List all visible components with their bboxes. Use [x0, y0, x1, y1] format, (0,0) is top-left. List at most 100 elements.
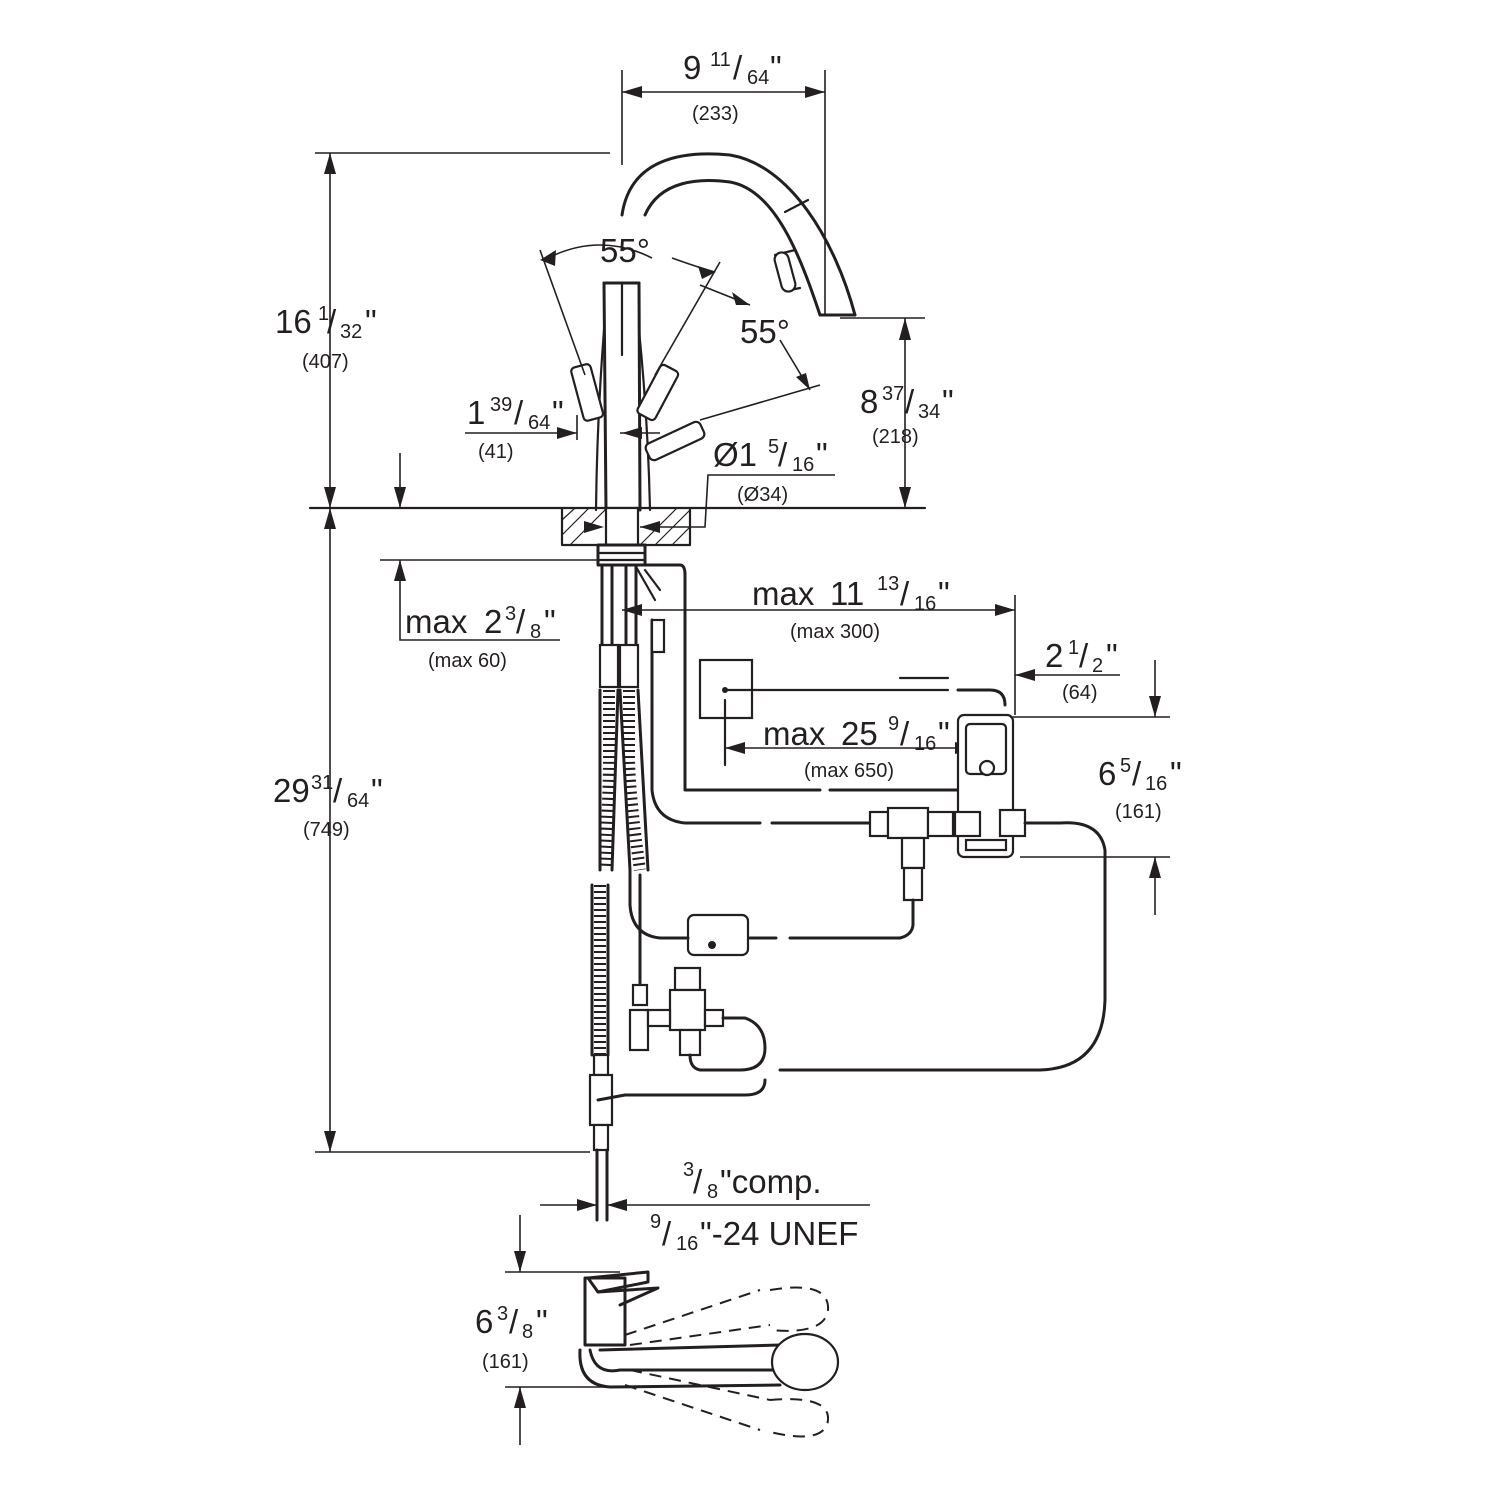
label-box-distance-den: 16	[914, 593, 936, 615]
label-counter-whole: 2	[484, 603, 502, 640]
label-angle-right: 55°	[740, 313, 790, 350]
label-offset-num: 39	[490, 394, 512, 416]
dim-box-height	[1010, 660, 1170, 915]
svg-text:/: /	[778, 436, 788, 473]
label-box-width-den: 2	[1092, 655, 1103, 677]
label-reach-metric: (233)	[692, 103, 739, 125]
mixing-valve	[623, 873, 767, 1097]
label-diameter-unit: "	[816, 436, 828, 473]
label-cable-metric: (max 650)	[804, 760, 894, 782]
label-diameter-den: 16	[792, 454, 814, 476]
label-below-whole: 29	[273, 772, 310, 809]
label-cable-whole: 25	[841, 715, 878, 752]
label-height-unit: "	[365, 303, 377, 340]
label-box-height-metric: (161)	[1115, 801, 1162, 823]
label-thread-num: 9	[650, 1211, 661, 1233]
svg-text:/: /	[327, 303, 337, 340]
label-reach-unit: "	[770, 49, 782, 86]
label-side-num: 3	[497, 1303, 508, 1325]
handle-front	[644, 420, 706, 462]
label-offset-den: 64	[528, 412, 550, 434]
label-box-distance-num: 13	[877, 573, 899, 595]
label-offset-whole: 1	[467, 394, 485, 431]
label-height-metric: (407)	[302, 351, 349, 373]
svg-text:/: /	[1132, 755, 1142, 792]
label-box-distance-metric: (max 300)	[790, 621, 880, 643]
dim-connections	[540, 1199, 870, 1211]
label-spout-height-den: 34	[918, 401, 940, 423]
label-diameter-num: 5	[768, 436, 779, 458]
label-reach-den: 64	[747, 67, 769, 89]
dim-spout-reach	[621, 70, 826, 315]
label-counter-den: 8	[530, 621, 541, 643]
battery-box	[686, 913, 750, 957]
faucet-body	[570, 152, 857, 512]
label-comp-num: 3	[683, 1159, 694, 1181]
label-counter-unit: "	[544, 603, 556, 640]
label-angle-left: 55°	[600, 232, 650, 269]
dim-total-height	[315, 152, 610, 508]
label-box-height-den: 16	[1145, 773, 1167, 795]
label-cable-num: 9	[888, 713, 899, 735]
label-height-num: 1	[318, 303, 329, 325]
label-side-unit: "	[536, 1303, 548, 1340]
supply-hoses	[588, 563, 662, 1222]
dim-handle-offset	[465, 415, 660, 440]
label-counter-metric: (max 60)	[428, 650, 507, 672]
label-box-width-unit: "	[1106, 637, 1118, 674]
svg-text:/: /	[693, 1163, 703, 1200]
label-spout-height-num: 37	[882, 383, 904, 405]
label-offset-unit: "	[552, 394, 564, 431]
label-side-whole: 6	[475, 1303, 493, 1340]
label-box-distance-whole: 11	[830, 575, 864, 612]
label-box-height-whole: 6	[1098, 755, 1116, 792]
label-offset-metric: (41)	[478, 441, 514, 463]
label-comp-den: 8	[707, 1181, 718, 1203]
countertop	[308, 506, 927, 567]
label-below-den: 64	[347, 790, 369, 812]
label-reach-whole: 9	[683, 49, 701, 86]
handle-left	[570, 363, 605, 422]
svg-text:/: /	[900, 715, 910, 752]
label-thread-suffix: "-24 UNEF	[700, 1215, 858, 1252]
svg-text:/: /	[900, 575, 910, 612]
label-diameter-metric: (Ø34)	[737, 484, 788, 506]
label-below-metric: (749)	[303, 819, 350, 841]
label-cable-prefix: max	[763, 715, 826, 752]
label-spout-height-metric: (218)	[872, 426, 919, 448]
dim-below-counter	[315, 508, 590, 1153]
svg-text:/: /	[516, 603, 526, 640]
label-below-num: 31	[311, 772, 333, 794]
angle-annotations	[539, 244, 821, 421]
dim-spout-height	[840, 317, 925, 508]
dim-counter-thickness	[380, 559, 600, 641]
label-thread-den: 16	[676, 1233, 698, 1255]
label-cable-unit: "	[938, 715, 950, 752]
label-height-whole: 16	[275, 303, 312, 340]
label-side-den: 8	[522, 1321, 533, 1343]
label-diameter-whole: Ø1	[713, 436, 757, 473]
label-height-den: 32	[340, 321, 362, 343]
svg-text:/: /	[509, 1303, 519, 1340]
svg-text:/: /	[733, 49, 743, 86]
label-cable-den: 16	[914, 733, 936, 755]
label-box-width-metric: (64)	[1062, 682, 1098, 704]
spout-head	[770, 1332, 840, 1392]
label-box-height-num: 5	[1120, 755, 1131, 777]
side-view	[505, 1215, 840, 1445]
electronic-box-area	[628, 563, 1107, 1072]
label-spout-height-unit: "	[942, 383, 954, 420]
label-counter-num: 3	[505, 603, 516, 625]
label-reach-num: 11	[710, 49, 731, 71]
label-box-width-num: 1	[1068, 637, 1079, 659]
svg-text:/: /	[514, 394, 524, 431]
label-comp-suffix: "comp.	[720, 1163, 822, 1200]
label-counter-prefix: max	[405, 603, 468, 640]
label-box-height-unit: "	[1170, 755, 1182, 792]
svg-text:/: /	[905, 383, 915, 420]
svg-text:/: /	[333, 772, 343, 809]
label-side-metric: (161)	[482, 1351, 529, 1373]
svg-text:/: /	[662, 1215, 672, 1252]
